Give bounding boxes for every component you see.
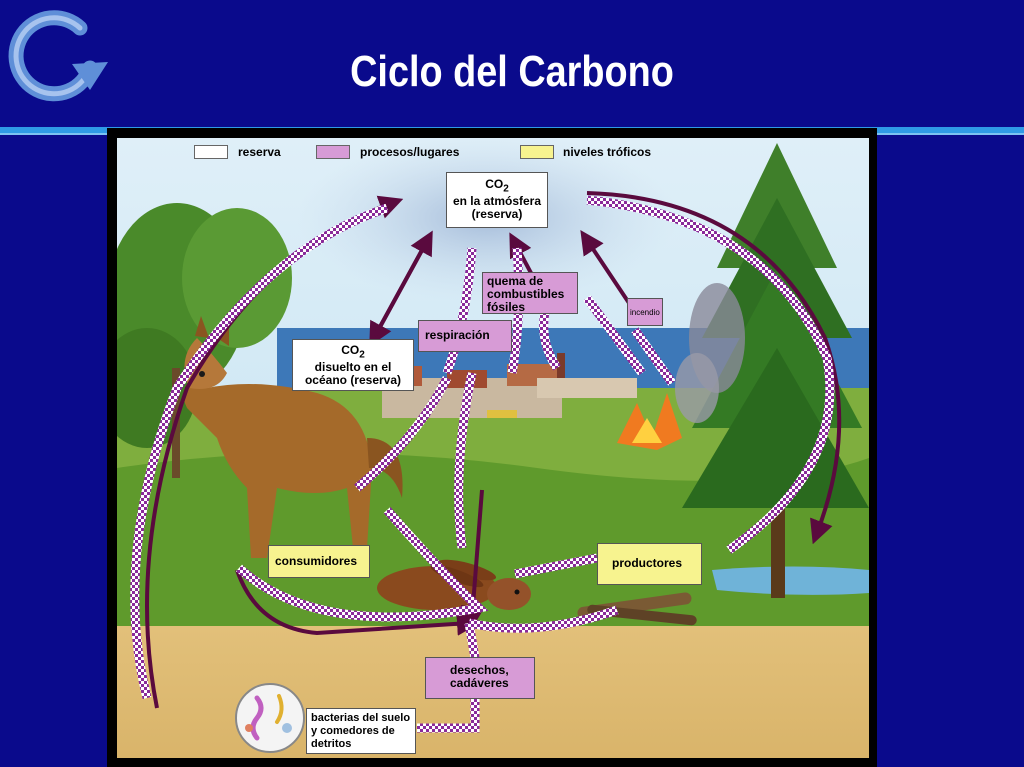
- co2-ocean-box: CO2 disuelto en el océano (reserva): [292, 339, 414, 391]
- consumers-box: consumidores: [268, 545, 370, 578]
- legend-swatch-procesos: [316, 145, 350, 159]
- co2-atmosphere-formula: CO2: [447, 178, 547, 195]
- co2-ocean-formula-text: CO: [341, 343, 360, 357]
- legend-label-reserva: reserva: [238, 145, 281, 159]
- slide-title: Ciclo del Carbono: [350, 47, 674, 96]
- co2-ocean-formula: CO2: [293, 344, 413, 361]
- cycle-arrow-icon: [8, 10, 108, 102]
- co2-atmosphere-formula-text: CO: [485, 177, 504, 191]
- soil-bacteria-line1: bacterias del suelo: [311, 712, 411, 724]
- producers-box: productores: [597, 543, 702, 585]
- carbon-cycle-illustration: [117, 138, 869, 758]
- soil-bacteria-line3: detritos: [311, 738, 352, 750]
- respiration-box: respiración: [418, 320, 512, 352]
- fossil-burning-line2: combustibles: [487, 287, 565, 301]
- legend-swatch-reserva: [194, 145, 228, 159]
- co2-ocean-subscript: 2: [359, 349, 365, 361]
- co2-atmosphere-subscript: 2: [503, 183, 509, 195]
- pine-tree: [682, 143, 869, 598]
- fossil-fuel-burning-box: quema de combustibles fósiles: [482, 272, 578, 314]
- legend-label-niveles: niveles tróficos: [563, 145, 652, 159]
- waste-line1: desechos,: [450, 663, 509, 677]
- stream: [712, 566, 869, 595]
- co2-atmosphere-line1: en la atmósfera: [452, 194, 542, 209]
- co2-ocean-line1: disuelto en el: [314, 360, 392, 375]
- co2-atmosphere-box: CO2 en la atmósfera (reserva): [446, 172, 548, 228]
- fossil-burning-line3: fósiles: [487, 300, 526, 314]
- checker-arrows: [130, 195, 835, 733]
- soil-bacteria-line2: y comedores de: [311, 725, 395, 737]
- waste-line2: cadáveres: [450, 676, 509, 690]
- legend-swatch-niveles: [520, 145, 554, 159]
- fire-box: incendio: [627, 298, 663, 326]
- waste-box: desechos, cadáveres: [425, 657, 535, 699]
- fossil-burning-line1: quema de: [487, 274, 544, 288]
- co2-atmosphere-line2: (reserva): [471, 207, 523, 222]
- soil-bacteria-circle: [235, 683, 305, 753]
- soil-bacteria-box: bacterias del suelo y comedores de detri…: [306, 708, 416, 754]
- co2-ocean-line2: océano (reserva): [304, 373, 402, 388]
- fire: [617, 283, 745, 450]
- legend-label-procesos: procesos/lugares: [360, 145, 460, 159]
